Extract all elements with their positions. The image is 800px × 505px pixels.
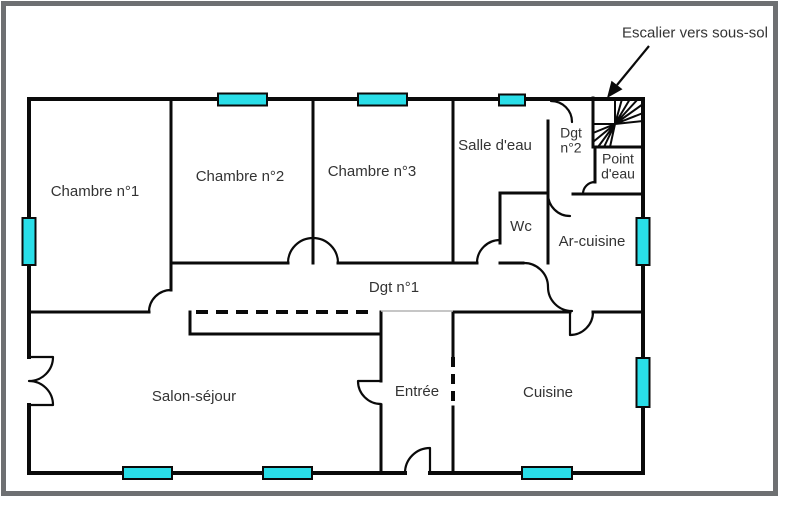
window-top: [498, 93, 526, 107]
window-right: [635, 217, 651, 266]
windows: [21, 92, 651, 480]
room-label-wc: Wc: [510, 218, 532, 236]
exterior-walls: [27, 97, 645, 475]
room-label-chambre-3: Chambre n°3: [327, 163, 417, 181]
image-frame: [1, 1, 778, 496]
room-label-dgt-2: Dgt n°2: [560, 124, 582, 155]
room-label-point-deau: Point d'eau: [601, 150, 635, 181]
window-right: [635, 357, 651, 408]
room-label-salle-deau: Salle d'eau: [458, 137, 532, 155]
window-top: [357, 92, 408, 107]
room-label-entree: Entrée: [394, 383, 440, 401]
staircase: [591, 96, 645, 149]
room-label-ar-cuisine: Ar-cuisine: [558, 233, 626, 251]
room-label-dgt-1: Dgt n°1: [368, 279, 420, 297]
window-left: [21, 217, 37, 266]
door-arcs: [27, 99, 597, 475]
arrow-head-icon: [607, 80, 623, 98]
openings: [196, 310, 455, 407]
stairs-arrow: [607, 45, 650, 98]
window-bottom: [262, 466, 313, 480]
room-label-chambre-1: Chambre n°1: [50, 183, 140, 201]
room-label-cuisine: Cuisine: [522, 384, 574, 402]
window-bottom: [122, 466, 173, 480]
interior-walls: [27, 97, 645, 475]
room-label-salon: Salon-séjour: [151, 388, 237, 406]
room-label-chambre-2: Chambre n°2: [195, 168, 285, 186]
window-bottom: [521, 466, 573, 480]
stairs-annotation: Escalier vers sous-sol: [622, 24, 768, 42]
window-top: [217, 92, 268, 107]
